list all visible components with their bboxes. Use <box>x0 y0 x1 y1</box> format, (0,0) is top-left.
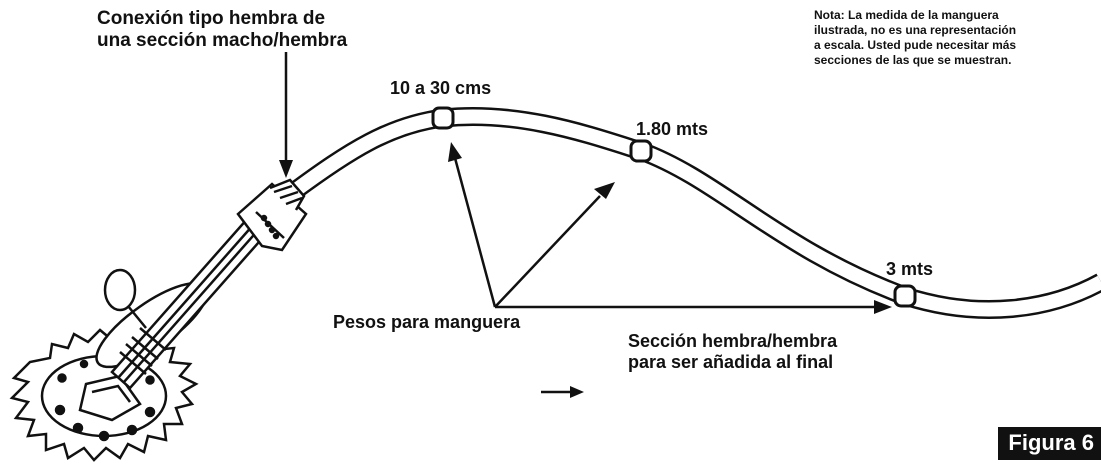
scale-note-line: ilustrada, no es una representación <box>814 23 1017 37</box>
end-section-label-line: Sección hembra/hembra <box>628 331 838 351</box>
end-section-label-line: para ser añadida al final <box>628 351 834 372</box>
pool-cleaner-icon <box>9 178 308 462</box>
hose-icon <box>286 106 1101 320</box>
connector-label-line: Conexión tipo hembra de <box>97 8 326 29</box>
scale-note: Nota: La medida de la manguera ilustrada… <box>814 8 1016 68</box>
arrow-down-icon <box>279 160 293 178</box>
figure-number-badge: Figura 6 <box>998 427 1101 460</box>
arrow-right-icon <box>570 386 584 398</box>
scale-note-line: a escala. Usted pude necesitar más <box>814 38 1017 52</box>
scale-note-line: Nota: La medida de la manguera <box>814 8 999 22</box>
segment-long-label: 3 mts <box>886 259 934 279</box>
segment-mid-label: 1.80 mts <box>636 119 709 139</box>
connector-label-line: una sección macho/hembra <box>97 29 348 51</box>
arrow-up-icon <box>448 142 462 162</box>
arrow-right-icon <box>874 300 892 314</box>
hose-weight-icon <box>893 284 917 308</box>
hose-weight-icon <box>431 106 455 130</box>
arrows <box>279 52 892 398</box>
hose-weights-label: Pesos para manguera <box>333 312 521 332</box>
arrow-up-right-icon <box>594 182 615 199</box>
segment-short-label: 10 a 30 cms <box>390 78 492 98</box>
scale-note-line: secciones de las que se muestran. <box>814 53 1012 67</box>
end-section-label: Sección hembra/hembra para ser añadida a… <box>628 331 837 372</box>
hose-weight-icon <box>629 139 653 163</box>
connector-label: Conexión tipo hembra de una sección mach… <box>97 8 347 52</box>
